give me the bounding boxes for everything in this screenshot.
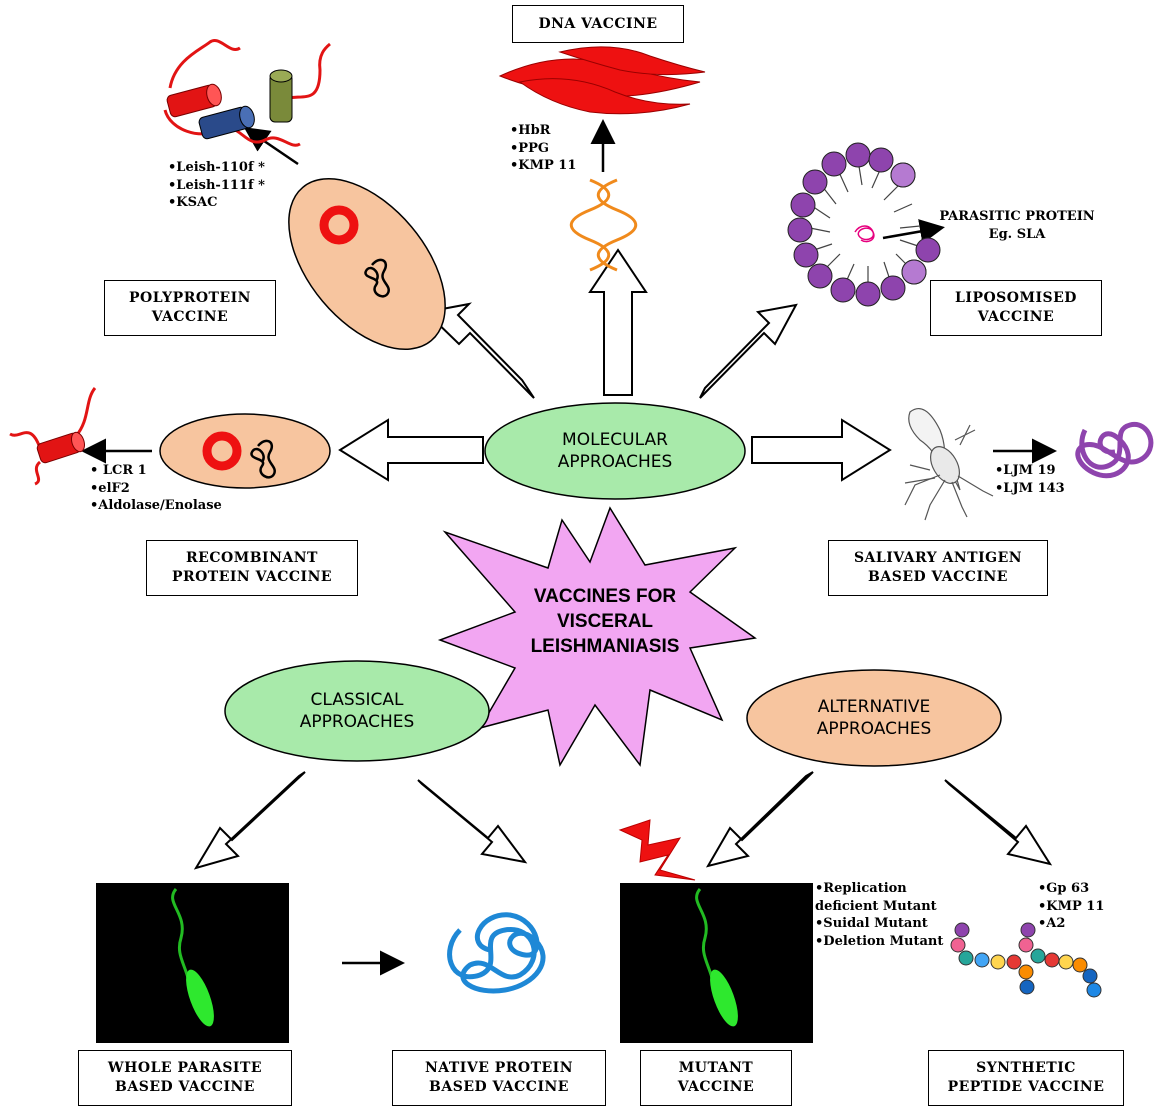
dna-antigen-list: •HbR •PPG •KMP 11 [510, 122, 576, 175]
mutant-type-list: •Replication deficient Mutant •Suidal Mu… [815, 880, 943, 950]
recombinant-antigen-list: • LCR 1 •elF2 •Aldolase/Enolase [90, 462, 222, 515]
recombinant-vaccine-box: RECOMBINANT PROTEIN VACCINE [146, 540, 358, 596]
native-protein-line-2: BASED VACCINE [429, 1079, 569, 1095]
native-protein-icon [447, 912, 546, 994]
lightning-icon [618, 819, 696, 881]
molecular-oval [484, 402, 746, 500]
parasitic-protein-line-2: Eg. SLA [988, 226, 1046, 242]
molecular-approaches-label: MOLECULAR APPROACHES [515, 428, 715, 474]
synthetic-line-1: SYNTHETIC [976, 1060, 1076, 1076]
liposomised-line-1: LIPOSOMISED [955, 290, 1077, 306]
recombinant-line-1: RECOMBINANT [186, 550, 318, 566]
list-item: •elF2 [90, 480, 130, 496]
arrow-poly [243, 127, 299, 166]
parasitic-protein-line-1: PARASITIC PROTEIN [939, 209, 1095, 224]
center-star [437, 506, 757, 768]
list-item: •HbR [510, 123, 551, 138]
list-item: •Gp 63 [1038, 881, 1090, 896]
polyprotein-line-2: VACCINE [151, 309, 229, 325]
center-line-3: LEISHMANIASIS [530, 635, 680, 657]
arrow-left [338, 418, 484, 482]
recombinant-protein-icon [9, 387, 97, 486]
salivary-antigen-list: •LJM 19 •LJM 143 [995, 462, 1065, 497]
classical-oval [224, 660, 490, 762]
alternative-line-1: ALTERNATIVE [817, 697, 931, 717]
arrow-classical-right [417, 779, 528, 864]
arrow-right [751, 418, 892, 482]
list-item: •KMP 11 [1038, 898, 1105, 914]
alternative-oval [746, 669, 1002, 767]
polyprotein-vaccine-box: POLYPROTEIN VACCINE [104, 280, 276, 336]
alternative-line-2: APPROACHES [816, 719, 932, 739]
whole-parasite-line-1: WHOLE PARASITE [107, 1060, 263, 1076]
list-item: • LCR 1 [90, 463, 147, 478]
classical-approaches-label: CLASSICAL APPROACHES [257, 688, 457, 734]
list-item: •LJM 143 [995, 480, 1065, 496]
arrow-alternative-left [705, 771, 814, 868]
mutant-line-1: MUTANT [678, 1060, 754, 1076]
center-title: VACCINES FOR VISCERAL LEISHMANIASIS [500, 582, 710, 660]
whole-parasite-image [96, 883, 289, 1043]
mutant-line-2: VACCINE [677, 1079, 755, 1095]
list-item: •PPG [510, 140, 549, 156]
dna-vaccine-box: DNA VACCINE [512, 5, 684, 43]
liposome-icon [787, 142, 941, 307]
whole-parasite-line-2: BASED VACCINE [115, 1079, 255, 1095]
polyprotein-icon [163, 39, 331, 147]
molecular-line-2: APPROACHES [557, 452, 673, 472]
synthetic-peptide-list: •Gp 63 •KMP 11 •A2 [1038, 880, 1104, 933]
mutant-parasite-image [620, 883, 813, 1043]
alternative-approaches-label: ALTERNATIVE APPROACHES [774, 695, 974, 741]
salivary-line-2: BASED VACCINE [868, 569, 1008, 585]
salivary-line-1: SALIVARY ANTIGEN [853, 550, 1023, 566]
list-item: •LJM 19 [995, 463, 1056, 478]
list-item: deficient Mutant [815, 898, 937, 914]
list-item: •Suidal Mutant [815, 916, 928, 931]
list-item: •KSAC [168, 195, 218, 210]
dna-vaccine-line-1: DNA VACCINE [538, 15, 658, 32]
list-item: •Deletion Mutant [815, 933, 944, 949]
synthetic-vaccine-box: SYNTHETIC PEPTIDE VACCINE [928, 1050, 1124, 1106]
center-line-2: VISCERAL [556, 610, 654, 632]
native-protein-line-1: NATIVE PROTEIN [424, 1060, 574, 1076]
arrow-up-left [423, 302, 535, 399]
arrow-lipo [882, 219, 945, 244]
parasite-cell-recomb [159, 413, 331, 489]
liposomised-line-2: VACCINE [977, 309, 1055, 325]
list-item: •Aldolase/Enolase [90, 498, 222, 513]
sandfly-icon [904, 408, 994, 521]
peptide-beads-icon [950, 922, 1102, 998]
list-item: •Leish-110f * [168, 160, 265, 175]
arrow-up [588, 248, 648, 396]
salivary-vaccine-box: SALIVARY ANTIGEN BASED VACCINE [828, 540, 1048, 596]
list-item: •Replication [815, 881, 907, 896]
native-protein-vaccine-box: NATIVE PROTEIN BASED VACCINE [392, 1050, 606, 1106]
list-item: •KMP 11 [510, 158, 577, 173]
salivary-protein-icon [1075, 422, 1154, 479]
arrow-up-right [699, 303, 798, 399]
list-item: •A2 [1038, 916, 1066, 931]
liposomised-vaccine-box: LIPOSOMISED VACCINE [930, 280, 1102, 336]
center-line-1: VACCINES FOR [533, 585, 677, 607]
molecular-line-1: MOLECULAR [562, 430, 668, 450]
dna-helix-icon [569, 178, 638, 272]
mutant-vaccine-box: MUTANT VACCINE [640, 1050, 792, 1106]
list-item: •Leish-111f * [168, 177, 265, 193]
recombinant-line-2: PROTEIN VACCINE [171, 569, 333, 585]
arrow-alternative-right [944, 779, 1053, 866]
synthetic-line-2: PEPTIDE VACCINE [947, 1079, 1105, 1095]
polyprotein-antigen-list: •Leish-110f * •Leish-111f * •KSAC [168, 159, 265, 212]
whole-parasite-vaccine-box: WHOLE PARASITE BASED VACCINE [78, 1050, 292, 1106]
dna-plasmid-icon [498, 46, 706, 115]
classical-line-1: CLASSICAL [310, 690, 404, 710]
polyprotein-line-1: POLYPROTEIN [129, 290, 251, 306]
parasite-cell-poly [288, 178, 446, 350]
parasitic-protein-label: PARASITIC PROTEIN Eg. SLA [926, 208, 1108, 243]
arrow-classical-left [193, 771, 306, 870]
classical-line-2: APPROACHES [299, 712, 415, 732]
